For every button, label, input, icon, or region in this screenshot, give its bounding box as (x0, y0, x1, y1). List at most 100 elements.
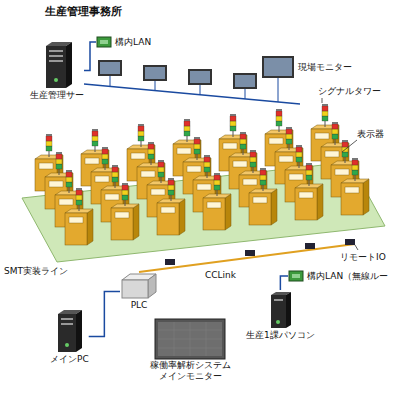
tower-light-green (76, 200, 82, 205)
tower-cap (230, 114, 236, 116)
field-monitor (262, 56, 294, 78)
tower-cap (112, 165, 118, 167)
page-title: 生産管理事務所 (45, 4, 122, 19)
tower-light-green (230, 126, 236, 131)
cabinet-face (65, 213, 87, 245)
tower-pole (299, 162, 300, 168)
text-label: シグナルタワー (318, 86, 381, 97)
monitor-screen (235, 75, 255, 87)
remote-io-box (345, 239, 355, 245)
tower-light-red (342, 142, 348, 147)
tower-cap (260, 168, 266, 170)
tower-light-yellow (204, 162, 210, 167)
display-unit (315, 133, 329, 139)
tower-light-green (184, 131, 190, 136)
tower-pole (151, 159, 152, 165)
tower-light-yellow (184, 126, 190, 131)
icon-part (61, 323, 73, 325)
monitor-screen (190, 71, 210, 83)
device-node: 構内LAN（無線ルー (288, 270, 388, 282)
tower-pole (335, 139, 336, 145)
remote-io-box (165, 259, 175, 265)
tower-light-green (194, 149, 200, 154)
display-unit (115, 212, 129, 218)
tower-cap (306, 163, 312, 165)
tower-light-green (112, 177, 118, 182)
icon-part (271, 295, 286, 328)
tower-light-yellow (306, 170, 312, 175)
display-unit (59, 199, 73, 205)
tower-light-green (322, 116, 328, 121)
tower-light-yellow (102, 154, 108, 159)
tower-light-yellow (276, 116, 282, 121)
icon-part (276, 320, 280, 324)
tower-cap (46, 134, 52, 136)
text-label: リモートIO (340, 252, 386, 263)
tower-light-yellow (158, 167, 164, 172)
tower-pole (279, 126, 280, 132)
device-label: 構内LAN (115, 37, 151, 48)
display-unit (49, 181, 63, 187)
tower-light-green (306, 175, 312, 180)
smt-line-cabinets (35, 104, 369, 245)
tower-light-yellow (194, 144, 200, 149)
tower-light-red (148, 144, 154, 149)
icon-part (120, 272, 158, 300)
tower-pole (187, 136, 188, 142)
tower-light-green (138, 136, 144, 141)
tower-light-green (158, 172, 164, 177)
device-label: PLC (131, 300, 148, 311)
icon-part (289, 271, 303, 281)
tower-cap (122, 183, 128, 185)
tower-light-green (66, 182, 72, 187)
monitor-screen (264, 58, 292, 76)
tower-light-yellow (214, 180, 220, 185)
tower-light-yellow (92, 136, 98, 141)
tower-light-red (332, 124, 338, 129)
tower-light-yellow (332, 129, 338, 134)
device-node: 構内LAN (96, 36, 151, 48)
tower-light-green (214, 185, 220, 190)
icon-part (148, 274, 156, 298)
tower-light-yellow (56, 159, 62, 164)
device-icon (288, 270, 304, 282)
tower-light-green (286, 139, 292, 144)
cabinet-face (295, 188, 317, 220)
tower-cap (286, 127, 292, 129)
display-unit (197, 184, 211, 190)
tower-light-red (240, 134, 246, 139)
tower-cap (296, 145, 302, 147)
tower-cap (56, 152, 62, 154)
tower-light-green (46, 146, 52, 151)
cabinet-face (249, 193, 271, 225)
tower-pole (289, 144, 290, 150)
device-node: メインPC (50, 308, 89, 365)
cabinet-face (111, 208, 133, 240)
tower-pole (217, 190, 218, 196)
leader-line (322, 98, 323, 103)
cabinet-face (157, 203, 179, 235)
tower-light-red (194, 139, 200, 144)
device-icon (120, 272, 158, 300)
display-unit (69, 217, 83, 223)
tower-cap (342, 140, 348, 142)
tower-cap (276, 109, 282, 111)
tower-pole (233, 131, 234, 137)
tower-light-green (276, 121, 282, 126)
icon-part (49, 55, 63, 57)
text-label: SMT実装ライン (4, 266, 68, 277)
tower-light-red (76, 190, 82, 195)
tower-light-red (250, 152, 256, 157)
display-unit (289, 174, 303, 180)
device-node: 稼働率解析システム メインモニター (145, 318, 235, 382)
cabinet-side (271, 189, 277, 225)
text-label: 現場モニター (298, 62, 352, 73)
icon-part (267, 290, 293, 330)
display-unit (223, 143, 237, 149)
device-icon (54, 308, 84, 354)
icon-part (66, 42, 72, 88)
tower-light-yellow (296, 152, 302, 157)
tower-light-red (112, 167, 118, 172)
tower-light-yellow (76, 195, 82, 200)
device-label: 生産管理サー (30, 90, 84, 101)
